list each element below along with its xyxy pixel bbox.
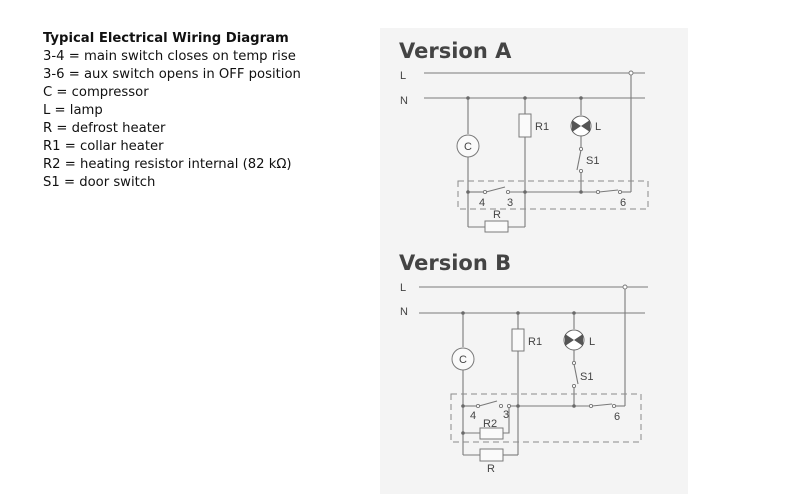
collar-heater-symbol xyxy=(518,113,532,138)
defrost-heater-symbol xyxy=(484,220,509,233)
collar-heater-label: R1 xyxy=(528,336,542,348)
legend-item: 3-6 = aux switch opens in OFF position xyxy=(43,67,301,82)
lamp-label: L xyxy=(595,121,601,133)
line-label: L xyxy=(400,70,406,82)
door-switch-symbol xyxy=(576,149,582,171)
line-label: L xyxy=(400,282,406,294)
version-b-title: Version B xyxy=(399,251,511,275)
legend-item: 3-4 = main switch closes on temp rise xyxy=(43,49,296,64)
legend-item: C = compressor xyxy=(43,85,149,100)
junction xyxy=(572,404,576,408)
lamp-label: L xyxy=(589,336,595,348)
collar-heater-symbol xyxy=(511,328,525,352)
version-a-title: Version A xyxy=(399,39,512,63)
junction xyxy=(622,284,628,290)
diagram-version-a: Version A L N C R1 L S1 xyxy=(399,39,649,233)
defrost-heater-symbol xyxy=(479,448,504,462)
legend: Typical Electrical Wiring Diagram 3-4 = … xyxy=(43,30,301,192)
legend-item: R = defrost heater xyxy=(43,121,166,136)
legend-title: Typical Electrical Wiring Diagram xyxy=(43,31,289,46)
terminal-3-contact xyxy=(498,403,504,409)
wire xyxy=(503,407,510,434)
legend-item: L = lamp xyxy=(43,103,103,118)
junction xyxy=(466,190,470,194)
junction xyxy=(516,404,520,408)
lamp-symbol xyxy=(570,115,592,137)
junction xyxy=(523,96,527,100)
door-switch-label: S1 xyxy=(580,371,593,383)
compressor-label: C xyxy=(464,141,472,153)
junction xyxy=(579,96,583,100)
internal-resistor-symbol xyxy=(479,427,504,440)
thermostat-box xyxy=(450,393,642,443)
main-switch xyxy=(485,186,506,193)
terminal-3-label: 3 xyxy=(507,197,513,209)
aux-switch xyxy=(598,189,619,193)
aux-switch xyxy=(591,403,613,407)
junction xyxy=(461,311,465,315)
door-switch-symbol xyxy=(573,363,579,385)
terminal-4-label: 4 xyxy=(470,410,476,422)
terminal-6-contact xyxy=(617,189,623,195)
main-switch xyxy=(478,400,498,407)
thermostat-box xyxy=(457,180,649,210)
terminal-6-label: 6 xyxy=(614,411,620,423)
lamp-symbol xyxy=(563,329,585,351)
terminal-4-label: 4 xyxy=(479,197,485,209)
terminal-6-label: 6 xyxy=(620,197,626,209)
junction xyxy=(516,311,520,315)
junction xyxy=(579,190,583,194)
collar-heater-label: R1 xyxy=(535,121,549,133)
terminal-3-label: 3 xyxy=(503,409,509,421)
diagram-version-b: Version B L N C R1 L S1 xyxy=(399,251,648,475)
compressor-label: C xyxy=(459,354,467,366)
door-switch-label: S1 xyxy=(586,155,599,167)
junction xyxy=(461,404,465,408)
legend-item: R1 = collar heater xyxy=(43,139,164,154)
internal-resistor-label: R2 xyxy=(483,418,497,430)
scanned-diagram-background xyxy=(380,28,688,494)
defrost-heater-label: R xyxy=(487,463,495,475)
neutral-label: N xyxy=(400,95,408,107)
junction xyxy=(628,70,634,76)
junction xyxy=(572,311,576,315)
junction xyxy=(466,96,470,100)
junction xyxy=(461,431,465,435)
junction xyxy=(523,190,527,194)
terminal-3-contact xyxy=(505,189,511,195)
terminal-6-contact xyxy=(611,403,617,409)
legend-item: S1 = door switch xyxy=(43,175,156,190)
neutral-label: N xyxy=(400,306,408,318)
defrost-heater-label: R xyxy=(493,209,501,221)
legend-item: R2 = heating resistor internal (82 kΩ) xyxy=(43,157,292,172)
